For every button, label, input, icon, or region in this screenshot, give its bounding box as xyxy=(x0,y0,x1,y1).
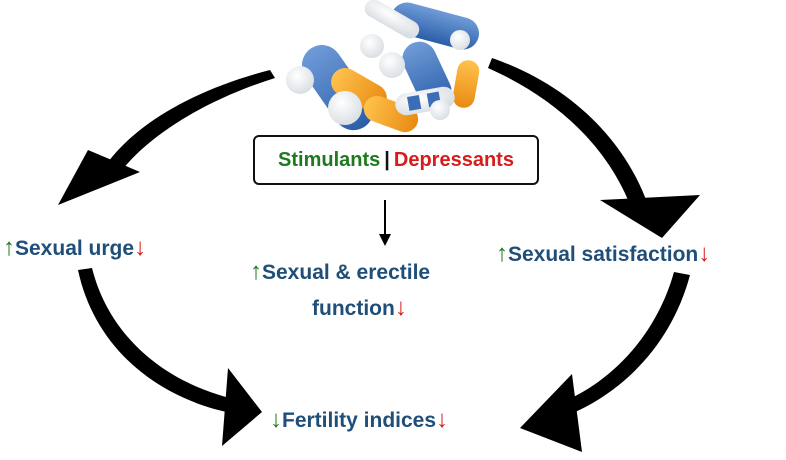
separator: | xyxy=(384,148,390,171)
decrease-arrow-icon: ↓ xyxy=(698,240,711,267)
fertility-node: ↓Fertility indices↓ xyxy=(270,406,448,435)
pills-image xyxy=(268,0,500,133)
drug-class-box: Stimulants | Depressants xyxy=(253,135,539,185)
increase-arrow-icon: ↑ xyxy=(250,258,262,285)
curved-arrow-top-left xyxy=(58,70,275,205)
decrease-arrow-icon: ↓ xyxy=(394,294,407,321)
down-arrow xyxy=(379,200,391,246)
stimulants-label: Stimulants xyxy=(278,148,381,171)
increase-arrow-icon: ↑ xyxy=(496,240,508,267)
increase-arrow-icon: ↑ xyxy=(3,234,15,261)
fertility-label: Fertility indices xyxy=(282,409,437,432)
sexual-erectile-node-line1: ↑Sexual & erectile xyxy=(250,258,430,287)
curved-arrow-bottom-right xyxy=(520,272,690,452)
sexual-satisfaction-label: Sexual satisfaction xyxy=(508,243,699,266)
curved-arrow-top-right xyxy=(488,58,700,238)
function-label: function xyxy=(312,297,395,320)
sexual-erectile-node-line2: function↓ xyxy=(312,294,407,323)
depressants-label: Depressants xyxy=(393,148,514,171)
sexual-urge-label: Sexual urge xyxy=(15,237,135,260)
curved-arrow-bottom-left xyxy=(78,268,262,446)
sexual-satisfaction-node: ↑Sexual satisfaction↓ xyxy=(496,240,710,269)
decrease-arrow-icon: ↓ xyxy=(134,234,147,261)
sexual-urge-node: ↑Sexual urge↓ xyxy=(3,234,146,263)
decrease-arrow-icon: ↓ xyxy=(436,406,449,433)
sexual-erectile-label: Sexual & erectile xyxy=(262,261,431,284)
decrease-arrow-icon: ↓ xyxy=(270,406,282,433)
